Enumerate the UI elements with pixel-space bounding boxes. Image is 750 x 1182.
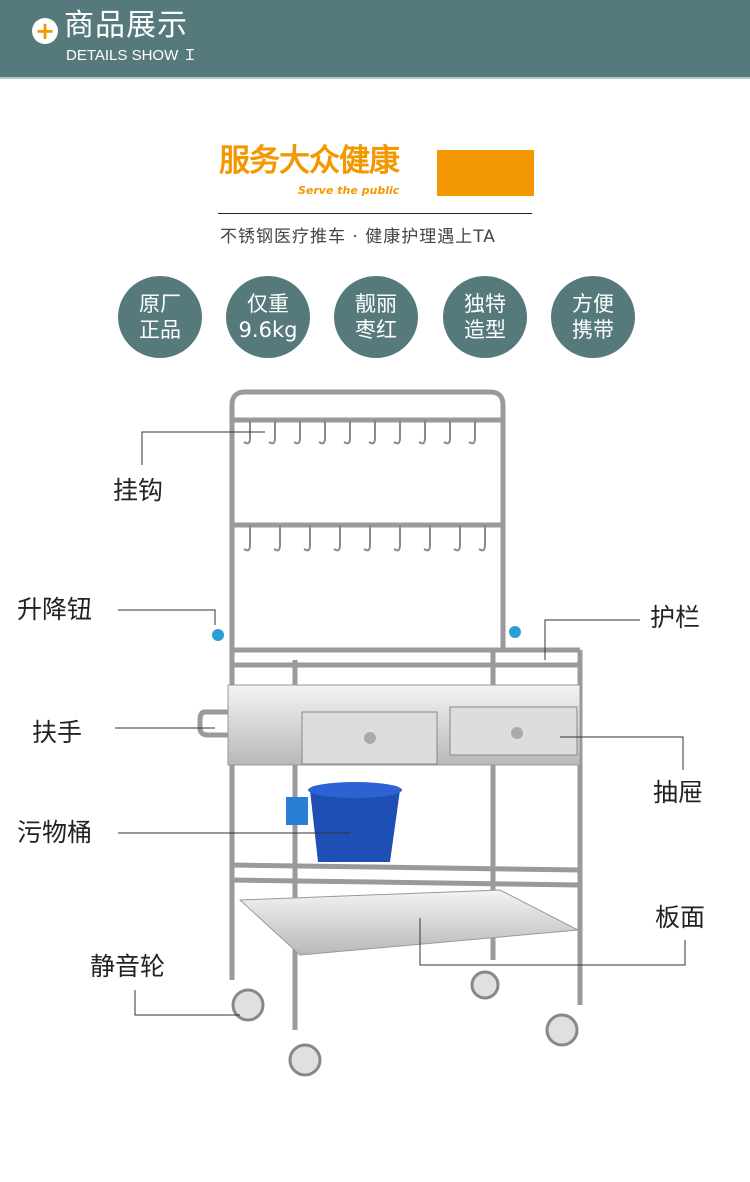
orange-block [437, 150, 534, 196]
hooks [243, 420, 486, 552]
plus-icon: + [32, 18, 58, 44]
slogan-en: Serve the public [298, 184, 400, 197]
badge-line: 正品 [139, 318, 181, 342]
badge-line: 靓丽 [355, 292, 397, 316]
label-lift-knob: 升降钮 [17, 595, 93, 624]
lift-knob [509, 626, 521, 638]
wheels [231, 970, 579, 1077]
bucket-rim [308, 782, 402, 798]
bucket-holder [286, 797, 308, 825]
badge-line: 方便 [572, 292, 614, 316]
lift-knob [212, 629, 224, 641]
badge-color: 靓丽枣红 [334, 276, 418, 358]
badge-original: 原厂正品 [118, 276, 202, 358]
badge-line: 原厂 [139, 292, 181, 316]
drawer-knob [511, 727, 523, 739]
label-handle: 扶手 [32, 718, 83, 747]
section-subtitle: DETAILS SHOW Ｉ [66, 47, 198, 64]
label-rail: 护栏 [650, 603, 701, 632]
badge-line: 仅重 [247, 292, 289, 316]
slogan: 服务大众健康 [219, 143, 400, 179]
label-wheel: 静音轮 [90, 952, 166, 981]
drawer-knob [364, 732, 376, 744]
badge-design: 独特造型 [443, 276, 527, 358]
label-drawer: 抽屉 [653, 778, 704, 807]
badge-line: 携带 [572, 318, 614, 342]
section-header: + 商品展示 DETAILS SHOW Ｉ [0, 0, 750, 79]
badge-line: 独特 [464, 292, 506, 316]
bottom-shelf [238, 889, 580, 956]
badge-line: 枣红 [355, 318, 397, 342]
badge-line: 造型 [464, 318, 506, 342]
waste-bucket [310, 790, 400, 862]
label-panel: 板面 [655, 903, 706, 932]
label-bucket: 污物桶 [17, 818, 93, 847]
badge-line: 9.6kg [238, 318, 298, 342]
badge-portable: 方便携带 [551, 276, 635, 358]
divider [218, 213, 532, 214]
callout-lines [115, 431, 686, 1016]
section-title: 商品展示 [64, 8, 188, 43]
label-hook: 挂钩 [113, 476, 164, 505]
tagline: 不锈钢医疗推车 · 健康护理遇上TA [220, 227, 496, 247]
